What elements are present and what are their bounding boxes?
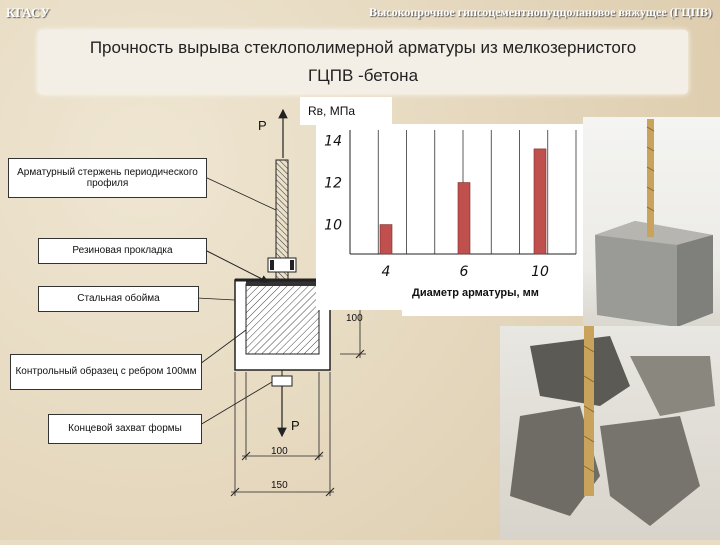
y-tick-label: 12	[324, 176, 342, 192]
rubber-gasket	[267, 257, 297, 273]
load-label-top: P	[258, 118, 267, 133]
y-tick-label: 14	[324, 134, 342, 150]
x-tick-label: 10	[531, 264, 549, 280]
label-cage: Стальная обойма	[38, 286, 199, 312]
org-name: КГАСУ	[6, 5, 50, 20]
x-tick-label: 4	[382, 264, 391, 280]
bar	[379, 224, 393, 255]
chart-area: 10 12 14 4 6 10	[316, 124, 584, 310]
dim-outer: 150	[271, 480, 288, 491]
title-box: Прочность вырыва стеклополимерной армату…	[38, 30, 688, 94]
x-tick-label: 6	[460, 264, 469, 280]
title-line-1: Прочность вырыва стеклополимерной армату…	[89, 38, 637, 57]
dim-inner: 100	[271, 446, 288, 457]
chart-xlabel: Диаметр арматуры, мм	[402, 282, 584, 316]
label-grip: Концевой захват формы	[48, 414, 202, 444]
slide-subject: Высокопрочное гипсоцементнопуццолановое …	[368, 5, 712, 19]
specimen-cube	[245, 283, 320, 355]
slide-header: КГАСУ Высокопрочное гипсоцементнопуццола…	[0, 0, 720, 26]
chart-ylabel: Rв, МПа	[300, 97, 392, 125]
photo-broken-specimen	[500, 326, 720, 540]
end-grip	[271, 375, 293, 387]
label-gasket: Резиновая прокладка	[38, 238, 207, 264]
load-label-bottom: P	[291, 418, 300, 433]
label-rebar: Арматурный стержень периодического профи…	[8, 158, 207, 198]
bar	[457, 182, 471, 255]
title-line-2: ГЦПВ -бетона	[307, 66, 419, 85]
photo-specimen-cube	[583, 117, 720, 329]
label-specimen: Контрольный образец с ребром 100мм	[10, 354, 202, 390]
bar-chart: 10 12 14 4 6 10	[324, 130, 577, 280]
dim-side: 100	[346, 313, 363, 324]
y-tick-label: 10	[324, 218, 342, 234]
bar	[533, 148, 547, 255]
